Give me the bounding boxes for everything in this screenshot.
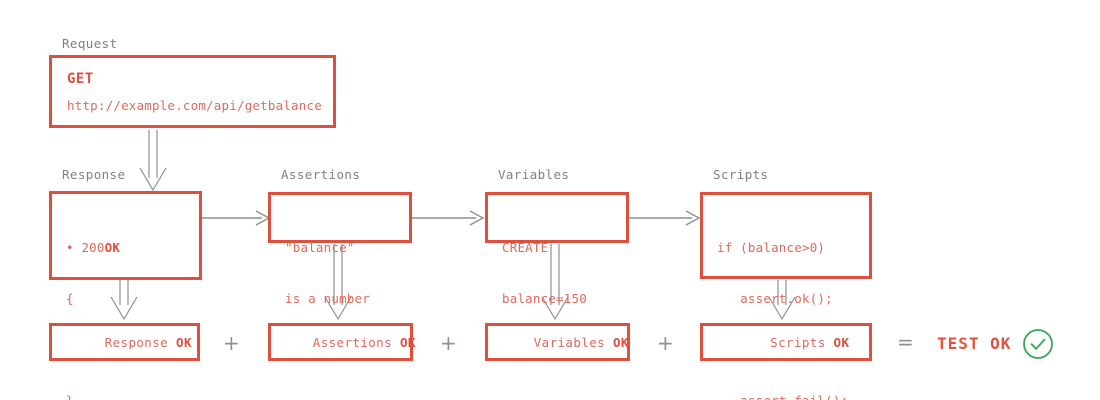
stage-label-variables: Variables — [498, 167, 570, 182]
stage-box-response[interactable]: • 200OK { "balance":150 } — [49, 191, 202, 400]
final-result-text: TEST OK — [937, 334, 1012, 353]
result-box-assertions[interactable]: Assertions OK — [268, 323, 415, 361]
stage-box-variables[interactable]: CREATE balance=150 — [485, 192, 629, 306]
request-url: http://example.com/api/getbalance — [67, 98, 322, 113]
operator-plus-1: + — [223, 331, 240, 355]
result-text-assertions: Assertions OK — [312, 334, 416, 350]
request-label: Request — [62, 36, 118, 51]
stage-box-scripts[interactable]: if (balance>0) assert.ok(); else assert.… — [700, 192, 872, 400]
check-circle-icon — [1021, 327, 1055, 365]
request-box[interactable]: GET http://example.com/api/getbalance — [49, 55, 336, 128]
stage-code-assertions: "balance" is a number — [285, 240, 370, 306]
stage-label-scripts: Scripts — [713, 167, 769, 182]
result-box-scripts[interactable]: Scripts OK — [700, 323, 872, 361]
result-box-response[interactable]: Response OK — [49, 323, 200, 361]
request-method: GET — [67, 71, 94, 87]
operator-equals: = — [897, 330, 914, 354]
operator-plus-3: + — [657, 331, 674, 355]
result-box-variables[interactable]: Variables OK — [485, 323, 630, 361]
result-text-response: Response OK — [104, 334, 192, 350]
stage-box-assertions[interactable]: "balance" is a number — [268, 192, 412, 306]
result-text-variables: Variables OK — [533, 334, 629, 350]
result-text-scripts: Scripts OK — [770, 334, 850, 350]
operator-plus-2: + — [440, 331, 457, 355]
stage-code-scripts: if (balance>0) assert.ok(); else assert.… — [717, 240, 848, 400]
stage-label-response: Response — [62, 167, 126, 182]
stage-code-variables: CREATE balance=150 — [502, 240, 587, 306]
stage-code-response: • 200OK { "balance":150 } — [66, 240, 182, 400]
stage-label-assertions: Assertions — [281, 167, 361, 182]
